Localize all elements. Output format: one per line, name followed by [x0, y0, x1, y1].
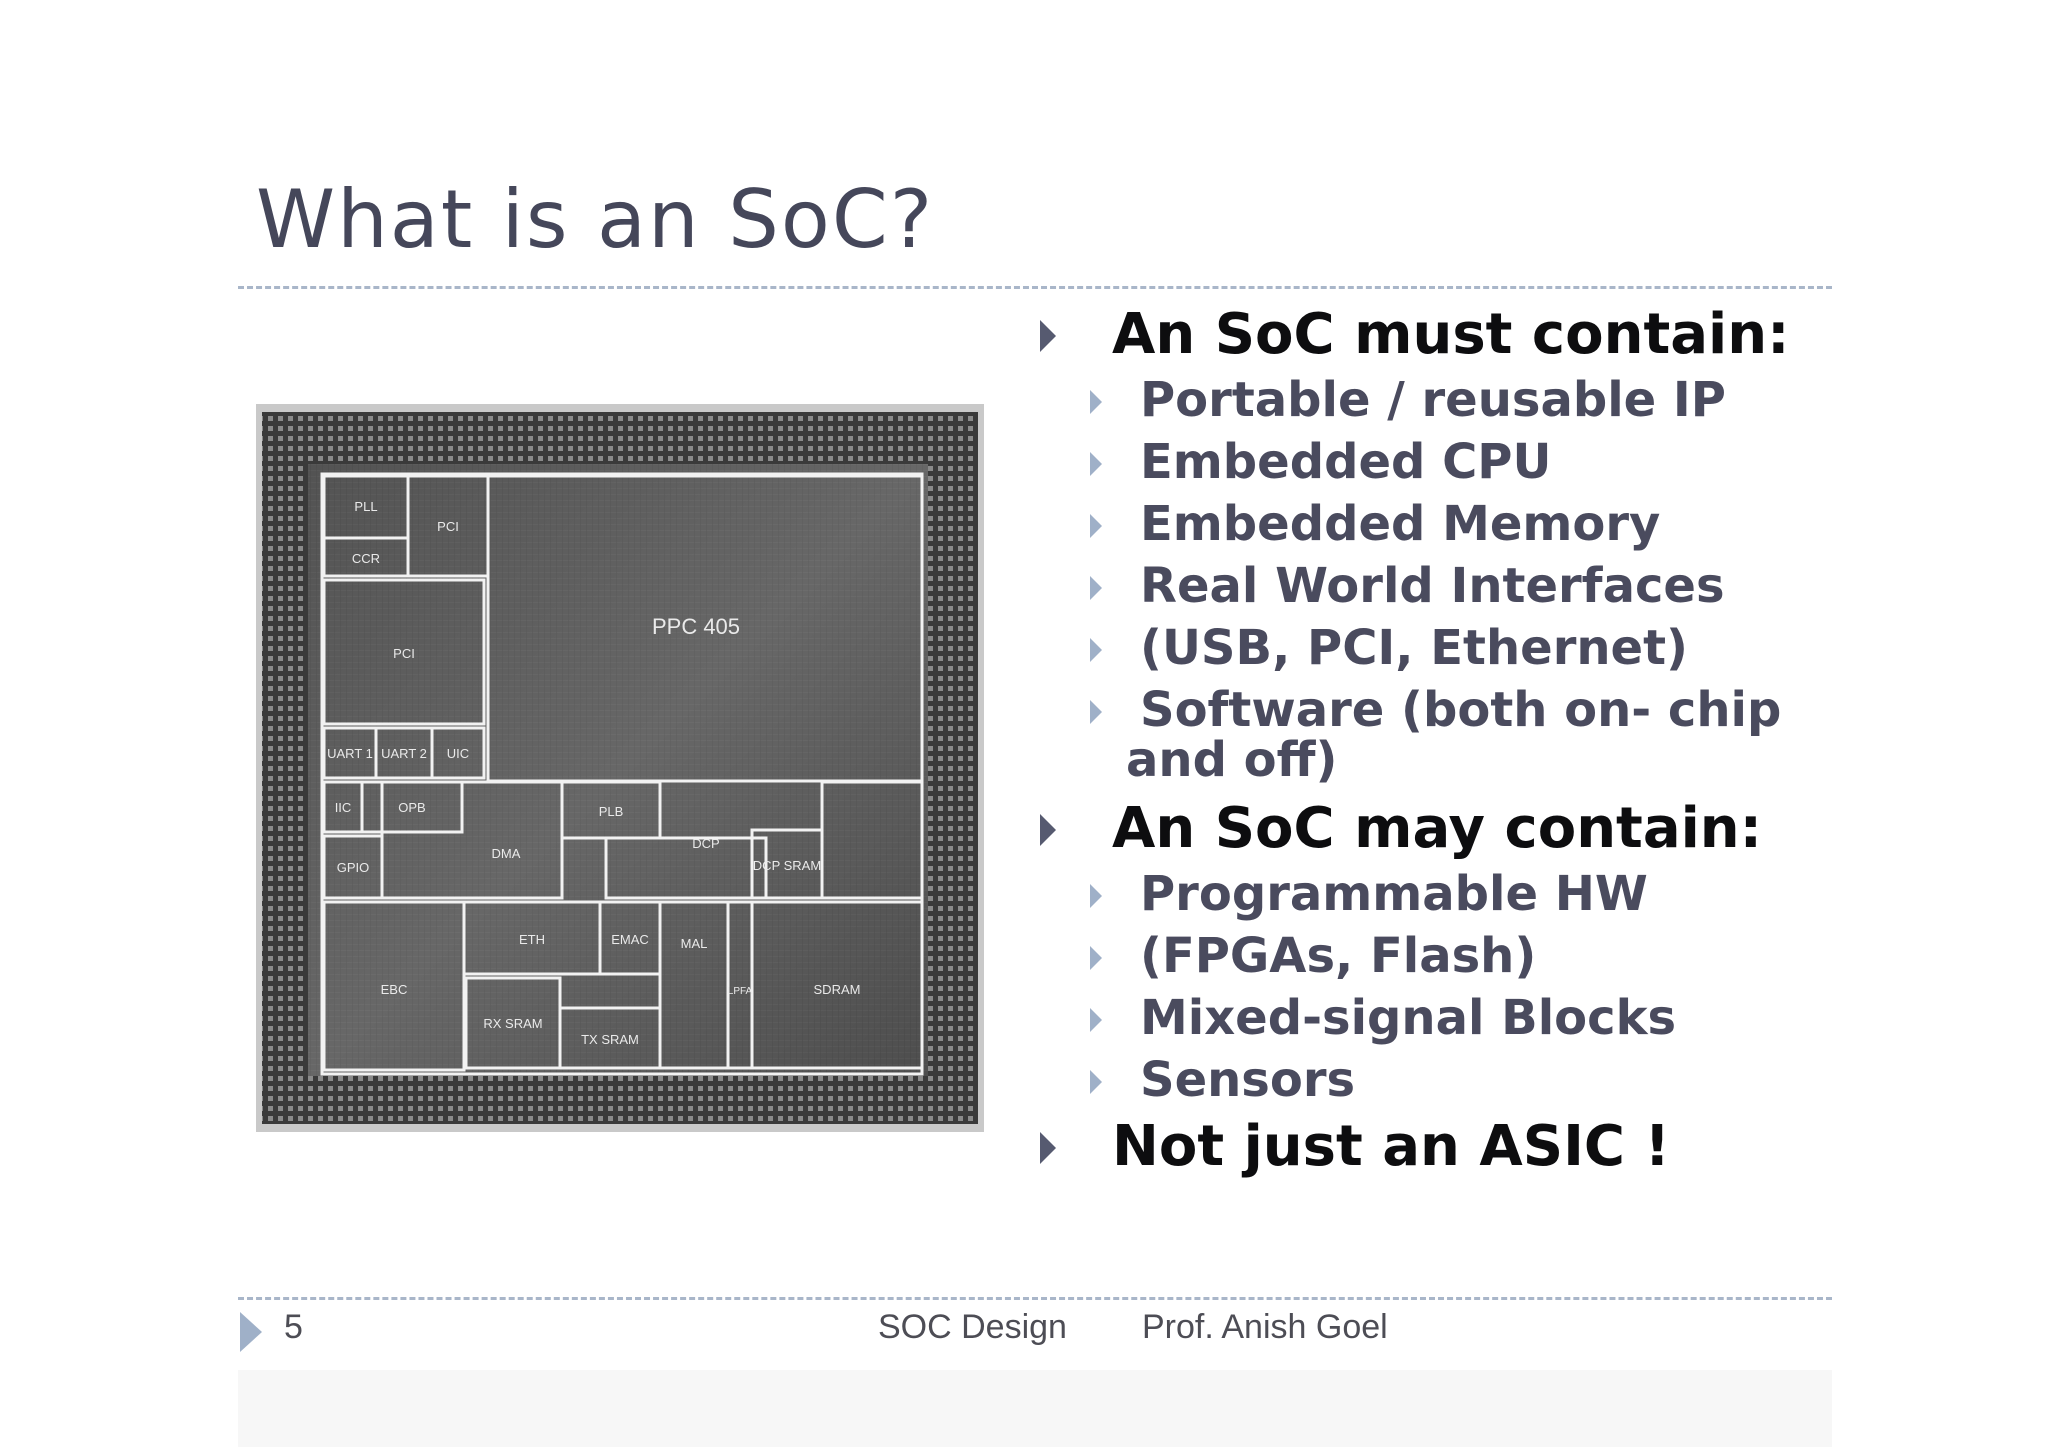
chip-die-graphic: PLL CCR PCI PCI PPC 405 UART 1 UART 2 UI…: [262, 412, 978, 1124]
chip-label-dma: DMA: [492, 846, 521, 861]
chip-label-iic: IIC: [335, 800, 352, 815]
title-divider: [238, 286, 1832, 289]
chip-die-image: PLL CCR PCI PCI PPC 405 UART 1 UART 2 UI…: [256, 404, 984, 1132]
chip-label-emac: EMAC: [611, 932, 649, 947]
chip-label-tx-sram: TX SRAM: [581, 1032, 639, 1047]
bullet-arrow-icon: [1040, 1132, 1056, 1164]
chip-label-uic: UIC: [447, 746, 469, 761]
chip-label-ppc: PPC 405: [652, 614, 740, 639]
chip-label-lpfa: LPFA: [728, 986, 753, 997]
sub-bullet-arrow-icon: [1090, 884, 1102, 908]
page-number: 5: [284, 1308, 303, 1346]
sub-bullet-arrow-icon: [1090, 390, 1102, 414]
footer-author: Prof. Anish Goel: [1142, 1308, 1388, 1346]
footer-divider: [238, 1297, 1832, 1300]
sub-bullet-arrow-icon: [1090, 1070, 1102, 1094]
sub-bullet-arrow-icon: [1090, 576, 1102, 600]
sub-bullet-arrow-icon: [1090, 638, 1102, 662]
chip-label-plb: PLB: [599, 804, 624, 819]
chip-label-eth: ETH: [519, 932, 545, 947]
footer-course: SOC Design: [878, 1308, 1067, 1346]
footer-arrow-icon: [240, 1312, 262, 1352]
sub-bullet-arrow-icon: [1090, 946, 1102, 970]
sub-bullet-arrow-icon: [1090, 514, 1102, 538]
bullet-arrow-icon: [1040, 320, 1056, 352]
chip-label-uart1: UART 1: [327, 746, 373, 761]
chip-label-ccr: CCR: [352, 551, 380, 566]
chip-label-dcp: DCP: [692, 836, 719, 851]
sub-bullet-arrow-icon: [1090, 452, 1102, 476]
chip-label-ebc: EBC: [381, 982, 408, 997]
bullet-arrow-icon: [1040, 814, 1056, 846]
chip-label-sdram: SDRAM: [814, 982, 861, 997]
chip-label-pci-large: PCI: [393, 646, 415, 661]
chip-label-pll: PLL: [354, 499, 377, 514]
slide-title: What is an SoC?: [256, 173, 935, 266]
sub-bullet-arrow-icon: [1090, 700, 1102, 724]
sub-bullet-arrow-icon: [1090, 1008, 1102, 1032]
chip-label-rx-sram: RX SRAM: [483, 1016, 542, 1031]
footer-band: [238, 1370, 1832, 1447]
chip-label-dcp-sram: DCP SRAM: [753, 858, 821, 873]
chip-label-pci-small: PCI: [437, 519, 459, 534]
chip-label-uart2: UART 2: [381, 746, 427, 761]
chip-label-gpio: GPIO: [337, 860, 370, 875]
chip-label-opb: OPB: [398, 800, 425, 815]
chip-label-mal: MAL: [681, 936, 708, 951]
